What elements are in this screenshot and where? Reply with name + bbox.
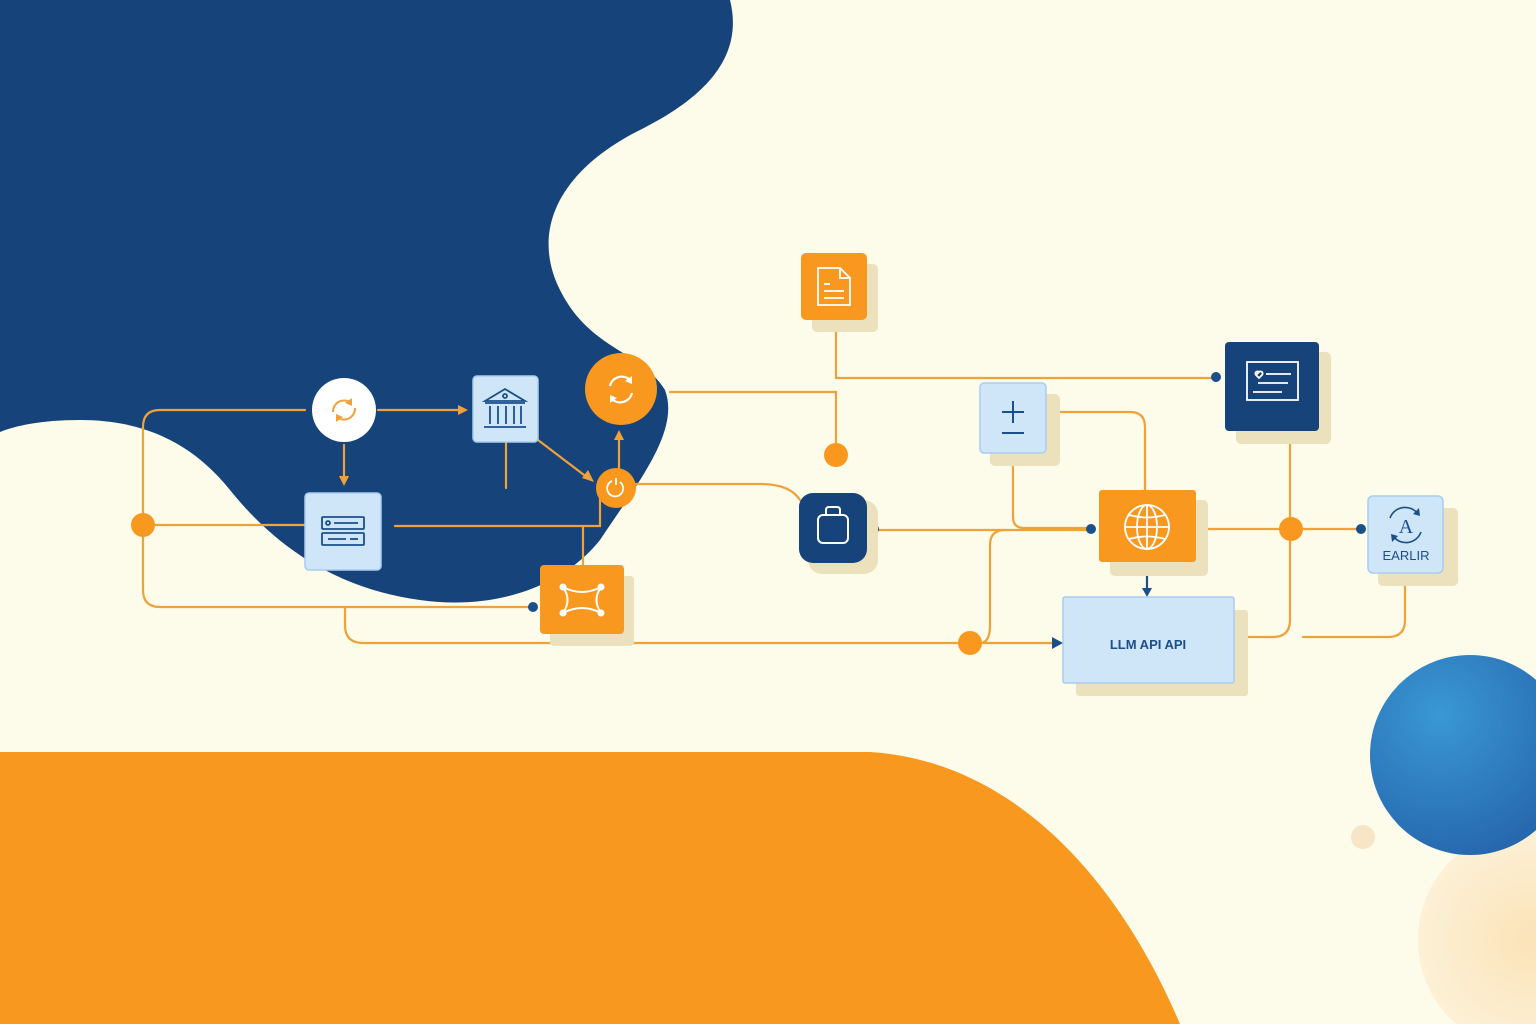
node-shadows bbox=[550, 264, 1458, 696]
bank-node[interactable] bbox=[472, 375, 539, 443]
translate-icon bbox=[1389, 506, 1422, 544]
globe-node[interactable] bbox=[1099, 490, 1196, 562]
small-refresh-icon bbox=[606, 478, 625, 498]
document-list-icon bbox=[817, 267, 851, 306]
plus-minus-node[interactable] bbox=[979, 382, 1047, 454]
peach-circle bbox=[1418, 828, 1536, 1024]
form-node[interactable] bbox=[304, 492, 382, 571]
x-shape-node[interactable] bbox=[540, 565, 624, 634]
sync-arrows-icon bbox=[331, 398, 357, 422]
earlir-label: EARLIR bbox=[1383, 548, 1430, 563]
junction-dots-orange bbox=[131, 443, 1303, 655]
form-card-icon bbox=[321, 516, 365, 546]
translate-node[interactable]: A EARLIR bbox=[1367, 495, 1444, 574]
globe-icon bbox=[1124, 504, 1170, 550]
translate-glyph: A bbox=[1399, 516, 1414, 538]
x-shape-icon bbox=[559, 583, 605, 617]
blue-sphere bbox=[1370, 655, 1536, 855]
refresh-circle-icon bbox=[608, 375, 634, 404]
llm-api-label: LLM API API bbox=[1110, 637, 1186, 652]
small-peach-dot bbox=[1351, 825, 1375, 849]
certificate-icon bbox=[1246, 361, 1299, 401]
bank-building-icon bbox=[481, 387, 529, 428]
navy-blob bbox=[0, 0, 733, 603]
llm-api-node[interactable]: LLM API API bbox=[1062, 596, 1235, 684]
small-refresh-node[interactable] bbox=[596, 468, 636, 508]
connector-arrows bbox=[339, 405, 624, 486]
bag-node[interactable] bbox=[799, 493, 867, 563]
refresh-node[interactable] bbox=[585, 353, 657, 425]
orange-blob bbox=[0, 752, 1180, 1024]
arrow-into-llm bbox=[1052, 637, 1063, 649]
plus-minus-icon bbox=[1002, 401, 1024, 434]
certificate-node[interactable] bbox=[1225, 342, 1319, 431]
bag-icon bbox=[817, 506, 849, 544]
document-node[interactable] bbox=[801, 253, 867, 320]
sync-node[interactable] bbox=[312, 378, 376, 442]
connectors bbox=[141, 318, 1407, 645]
